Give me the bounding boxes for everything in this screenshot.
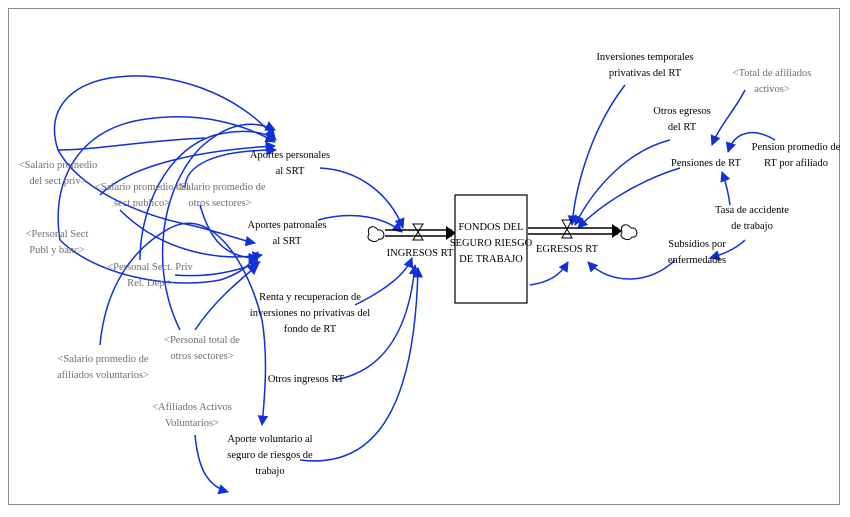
link-salario-otros-to-aportes-personales — [184, 144, 278, 189]
link-personal-otros-to-aportes-personales — [161, 121, 276, 331]
var-subsidios[interactable]: Subsidios por — [668, 239, 726, 250]
cloud-icon — [620, 224, 638, 241]
stock-fondos[interactable]: FONDOS DEL SEGURO RIESGO DE TRABAJO — [450, 194, 533, 304]
shadow-salario-otros[interactable]: otros sectores> — [188, 198, 251, 209]
link-salario-priv-to-aporte-vol-inter — [57, 137, 206, 151]
link-pension-promedio-to-pensiones — [725, 132, 776, 154]
var-otros-egresos[interactable]: del RT — [668, 122, 697, 133]
stock-label-line: DE TRABAJO — [459, 254, 523, 265]
link-salario-publico-to-aportes-personales — [99, 141, 277, 196]
var-pensiones[interactable]: Pensiones de RT — [671, 158, 742, 169]
var-pension-promedio[interactable]: RT por afiliado — [764, 158, 828, 169]
shadow-personal-otros[interactable]: otros sectores> — [170, 351, 233, 362]
link-personal-priv-to-aportes-personales — [139, 130, 277, 261]
stock-label-line: SEGURO RIESGO — [450, 238, 533, 249]
link-salario-priv-to-aportes-patronales — [57, 149, 257, 247]
link-otros-ingresos-to-ingresos — [334, 263, 420, 381]
shadow-personal-otros[interactable]: <Personal total de — [164, 335, 240, 346]
shadow-total-afiliados[interactable]: activos> — [754, 84, 790, 95]
shadow-afiliados-voluntarios[interactable]: Voluntarios> — [165, 418, 219, 429]
cloud-icon — [367, 226, 385, 243]
link-aportes-personales-to-ingresos — [319, 167, 405, 229]
var-otros-egresos[interactable]: Otros egresos — [653, 106, 710, 117]
sink-cloud — [620, 224, 638, 241]
var-aportes-patronales[interactable]: Aportes patronales — [247, 220, 326, 231]
shadow-salario-sect-publico[interactable]: <Salario promedio del — [95, 182, 189, 193]
var-tasa-accidente[interactable]: de trabajo — [731, 221, 773, 232]
valve-icon[interactable] — [561, 219, 573, 239]
link-afiliados-vol-to-aporte-vol — [194, 434, 230, 495]
var-aportes-personales[interactable]: Aportes personales — [250, 150, 330, 161]
var-pension-promedio[interactable]: Pension promedio de — [752, 142, 841, 153]
var-aporte-voluntario[interactable]: Aporte voluntario al — [227, 434, 312, 445]
link-salario-vol-to-aporte-vol — [99, 222, 269, 427]
shadow-salario-otros[interactable]: <Salario promedio de — [174, 182, 265, 193]
shadow-total-afiliados[interactable]: <Total de afiliados — [733, 68, 812, 79]
shadow-salario-voluntarios[interactable]: afiliados voluntarios> — [57, 370, 149, 381]
link-tasa-to-subsidios — [708, 239, 746, 261]
source-cloud — [367, 226, 385, 243]
outflow-pipe — [528, 219, 622, 239]
shadow-personal-sect-publ[interactable]: Publ y banc> — [29, 245, 85, 256]
shadow-salario-sect-priv[interactable]: del sect priv> — [29, 176, 86, 187]
link-personal-publ-to-aportes-personales — [57, 116, 276, 241]
shadow-salario-sect-publico[interactable]: sect publico> — [114, 198, 170, 209]
link-total-afiliados-to-pensiones — [710, 89, 746, 146]
link-inversiones-to-egresos — [567, 84, 626, 227]
link-salario-priv-to-aportes-personales — [53, 75, 276, 151]
var-inversiones-temporales[interactable]: Inversiones temporales — [596, 52, 693, 63]
var-renta[interactable]: Renta y recuperacion de — [259, 292, 361, 303]
link-personal-otros-to-aportes-patronales — [194, 264, 259, 331]
causal-links — [53, 75, 776, 495]
link-subsidios-to-egresos — [587, 259, 676, 280]
var-renta[interactable]: inversiones no privativas del — [250, 308, 371, 319]
flow-egresos-label[interactable]: EGRESOS RT — [536, 244, 599, 255]
link-aportes-patronales-to-ingresos — [317, 214, 403, 233]
shadow-salario-voluntarios[interactable]: <Salario promedio de — [57, 354, 148, 365]
flow-ingresos-label[interactable]: INGRESOS RT — [387, 248, 454, 259]
var-renta[interactable]: fondo de RT — [284, 324, 337, 335]
var-inversiones-temporales[interactable]: privativas del RT — [609, 68, 682, 79]
shadow-afiliados-voluntarios[interactable]: <Afiliados Activos — [152, 402, 232, 413]
link-pensiones-to-egresos — [577, 167, 681, 229]
valve-icon[interactable] — [412, 223, 424, 241]
link-salario-otros-to-aportes-patronales — [199, 204, 260, 264]
link-tasa-to-pensiones — [720, 171, 731, 206]
shadow-personal-sect-priv[interactable]: Rel. Dep.> — [127, 278, 173, 289]
var-tasa-accidente[interactable]: Tasa de accidente — [715, 205, 789, 216]
shadow-personal-sect-priv[interactable]: <Personal Sect. Priv — [107, 262, 193, 273]
link-aporte-voluntario-to-ingresos — [299, 266, 424, 462]
shadow-salario-sect-priv[interactable]: <Salario promedio — [19, 160, 98, 171]
var-aporte-voluntario[interactable]: trabajo — [255, 466, 284, 477]
link-renta-to-ingresos — [354, 257, 414, 306]
link-fondos-to-egresos — [529, 261, 569, 286]
var-otros-ingresos[interactable]: Otros ingresos RT — [268, 374, 345, 385]
var-aportes-patronales[interactable]: al SRT — [273, 236, 302, 247]
inflow-pipe — [385, 223, 456, 241]
shadow-personal-sect-publ[interactable]: <Personal Sect — [26, 229, 89, 240]
var-subsidios[interactable]: enfermedades — [668, 255, 726, 266]
var-aportes-personales[interactable]: al SRT — [276, 166, 305, 177]
link-otros-egresos-to-egresos — [574, 139, 671, 226]
diagram-frame — [8, 8, 840, 505]
stock-label-line: FONDOS DEL — [458, 222, 523, 233]
var-aporte-voluntario[interactable]: seguro de riesgos de — [227, 450, 313, 461]
